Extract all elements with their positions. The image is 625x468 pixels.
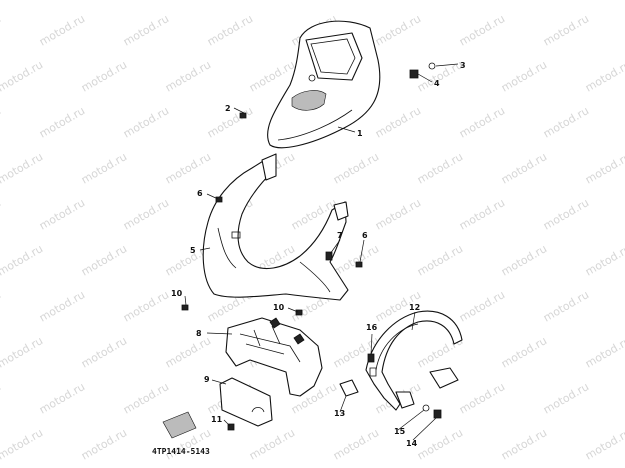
- watermark-text: motod.ru: [0, 288, 3, 324]
- watermark-text: motod.ru: [583, 242, 625, 278]
- callout-9: 9: [204, 375, 210, 384]
- callout-14: 14: [406, 439, 418, 448]
- watermark-text: motod.ru: [331, 426, 381, 462]
- watermark-text: motod.ru: [0, 150, 45, 186]
- watermark-text: motod.ru: [541, 196, 591, 232]
- watermark-text: motod.ru: [373, 12, 423, 48]
- callout-8: 8: [196, 329, 202, 338]
- watermark-text: motod.ru: [331, 150, 381, 186]
- inner-duct-part: [225, 317, 323, 397]
- watermark-text: motod.ru: [499, 150, 549, 186]
- watermark-text: motod.ru: [415, 242, 465, 278]
- watermark-text: motod.ru: [121, 196, 171, 232]
- watermark-text: motod.ru: [121, 104, 171, 140]
- callout-7: 7: [337, 231, 343, 240]
- watermark-text: motod.ru: [541, 288, 591, 324]
- callout-3: 3: [460, 61, 466, 70]
- watermark-text: motod.ru: [0, 196, 3, 232]
- callout-15: 15: [394, 427, 406, 436]
- watermark-text: motod.ru: [0, 242, 45, 278]
- watermark-text: motod.ru: [457, 196, 507, 232]
- watermark-text: motod.ru: [373, 104, 423, 140]
- watermark-text: motod.ru: [79, 242, 129, 278]
- callout-13: 13: [334, 409, 345, 418]
- watermark-text: motod.ru: [0, 58, 45, 94]
- callout-10b: 10: [273, 303, 285, 312]
- watermark-text: motod.ru: [457, 288, 507, 324]
- watermark-text: motod.ru: [0, 334, 45, 370]
- callout-6b: 6: [362, 231, 368, 240]
- watermark-text: motod.ru: [541, 12, 591, 48]
- front-cowl-part: [202, 153, 349, 301]
- diagram-code: 4TP1414-5143: [152, 447, 210, 456]
- watermark-text: motod.ru: [0, 380, 3, 416]
- watermark-text: motod.ru: [79, 334, 129, 370]
- watermark-text: motod.ru: [79, 0, 129, 3]
- watermark-text: motod.ru: [0, 104, 3, 140]
- watermark-text: motod.ru: [37, 12, 87, 48]
- watermark-text: motod.ru: [205, 12, 255, 48]
- callout-10a: 10: [171, 289, 183, 298]
- watermark-text: motod.ru: [79, 58, 129, 94]
- upper-cowling-part: [267, 20, 381, 149]
- leader-lines: [184, 63, 459, 441]
- watermark-text: motod.ru: [331, 242, 381, 278]
- watermark-text: motod.ru: [121, 12, 171, 48]
- watermark-text: motod.ru: [499, 0, 549, 3]
- pad-part: [339, 379, 359, 397]
- watermark-text: motod.ru: [583, 0, 625, 3]
- watermark-text: motod.ru: [331, 0, 381, 3]
- watermark-text: motod.ru: [79, 426, 129, 462]
- callout-6a: 6: [197, 189, 203, 198]
- watermark-text: motod.ru: [583, 58, 625, 94]
- callout-2: 2: [225, 104, 231, 113]
- watermark-text: motod.ru: [247, 0, 297, 3]
- watermark-text: motod.ru: [457, 12, 507, 48]
- side-plate-part: [219, 377, 273, 427]
- watermark-text: motod.ru: [541, 104, 591, 140]
- watermark-text: motod.ru: [583, 334, 625, 370]
- watermark-text: motod.ru: [163, 334, 213, 370]
- callouts: 1 2 3 4 5 6 6 7 8 9 10 10 11 12 13 14 15…: [171, 61, 466, 448]
- watermark-text: motod.ru: [415, 0, 465, 3]
- watermark-text: motod.ru: [163, 58, 213, 94]
- watermark-text: motod.ru: [0, 426, 45, 462]
- watermark-text: motod.ru: [37, 104, 87, 140]
- watermark-text: motod.ru: [583, 426, 625, 462]
- callout-16: 16: [366, 323, 378, 332]
- watermark-text: motod.ru: [373, 196, 423, 232]
- watermark-text: motod.ru: [499, 242, 549, 278]
- watermark-text: motod.ru: [0, 12, 3, 48]
- watermark-text: motod.ru: [457, 104, 507, 140]
- watermark-text: motod.ru: [37, 196, 87, 232]
- watermark-text: motod.ru: [0, 0, 45, 3]
- watermark-text: motod.ru: [247, 426, 297, 462]
- watermark-text: motod.ru: [121, 380, 171, 416]
- watermark-text: motod.ru: [415, 426, 465, 462]
- callout-1: 1: [357, 129, 363, 138]
- watermark-text: motod.ru: [415, 150, 465, 186]
- watermark-text: motod.ru: [37, 380, 87, 416]
- watermark-text: motod.ru: [37, 288, 87, 324]
- watermark-text: motod.ru: [499, 58, 549, 94]
- callout-5: 5: [190, 246, 196, 255]
- watermark-text: motod.ru: [457, 380, 507, 416]
- watermark-text: motod.ru: [499, 426, 549, 462]
- callout-11: 11: [211, 415, 223, 424]
- watermark-text: motod.ru: [163, 150, 213, 186]
- callout-4: 4: [434, 79, 440, 88]
- watermark-text: motod.ru: [499, 334, 549, 370]
- watermark-text: motod.ru: [163, 0, 213, 3]
- watermark-text: motod.ru: [583, 150, 625, 186]
- watermark-text: motod.ru: [121, 288, 171, 324]
- watermark-text: motod.ru: [79, 150, 129, 186]
- watermark-text: motod.ru: [541, 380, 591, 416]
- callout-12: 12: [409, 303, 420, 312]
